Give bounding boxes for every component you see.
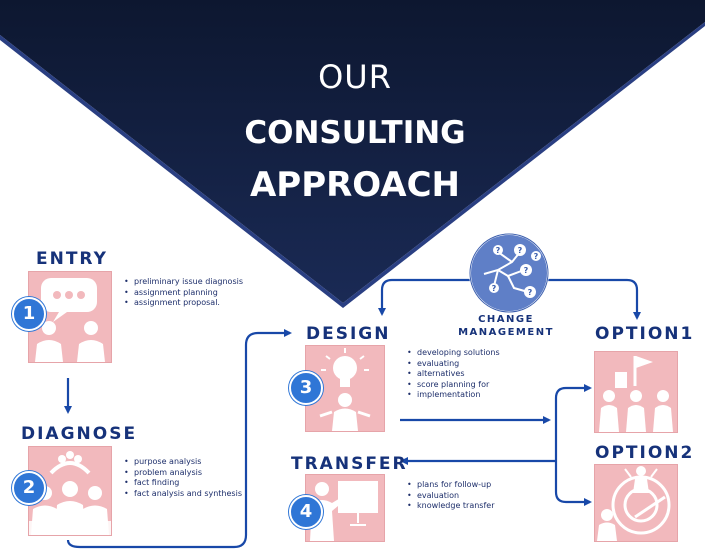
svg-text:?: ? (524, 266, 529, 275)
diagnose-card (28, 446, 112, 536)
option1-heading: OPTION1 (595, 324, 695, 344)
design-item: implementation (407, 390, 500, 401)
title-line-2: CONSULTING (244, 115, 466, 151)
team-flag-icon (599, 356, 673, 432)
diagnose-heading: DIAGNOSE (21, 424, 138, 444)
step-badge-4: 4 (289, 495, 323, 529)
svg-text:?: ? (528, 288, 533, 297)
question-network-icon: ??? ??? (469, 233, 549, 313)
diagnose-item: problem analysis (124, 468, 242, 479)
diagnose-item: fact analysis and synthesis (124, 489, 242, 500)
title-line-3: APPROACH (249, 165, 461, 205)
step-badge-1: 1 (12, 297, 46, 331)
svg-text:?: ? (496, 246, 501, 255)
option2-card (594, 464, 678, 542)
design-item: alternatives (407, 369, 500, 380)
transfer-heading: TRANSFER (291, 454, 408, 474)
diagnose-list: purpose analysis problem analysis fact f… (123, 457, 242, 499)
design-item: evaluating (407, 359, 500, 370)
design-list: developing solutions evaluating alternat… (406, 348, 500, 401)
change-management-label-2: MANAGEMENT (458, 327, 554, 338)
svg-text:?: ? (492, 284, 497, 293)
entry-list: preliminary issue diagnosis assignment p… (123, 277, 243, 309)
entry-item: assignment planning (124, 288, 243, 299)
option1-card (594, 351, 678, 433)
speech-bubble-meeting-icon (35, 278, 105, 362)
change-management-label-1: CHANGE (478, 314, 534, 325)
transfer-item: evaluation (407, 491, 495, 502)
diagnose-item: fact finding (124, 478, 242, 489)
transfer-item: plans for follow-up (407, 480, 495, 491)
team-discussion-icon (29, 451, 111, 535)
step-badge-2: 2 (12, 471, 46, 505)
title-line-1: OUR (318, 58, 392, 96)
target-achievement-icon (597, 466, 671, 541)
design-item: score planning for (407, 380, 500, 391)
transfer-item: knowledge transfer (407, 501, 494, 512)
lightbulb-idea-icon (319, 348, 371, 431)
entry-heading: ENTRY (36, 249, 108, 269)
entry-item: preliminary issue diagnosis (124, 277, 243, 288)
design-item: developing solutions (407, 348, 500, 359)
entry-item: assignment proposal. (124, 298, 243, 309)
transfer-list: plans for follow-up evaluation knowledge… (406, 480, 495, 512)
option2-heading: OPTION2 (595, 443, 695, 463)
step-badge-3: 3 (289, 371, 323, 405)
svg-text:?: ? (534, 252, 539, 261)
design-card (305, 345, 385, 432)
svg-text:?: ? (518, 246, 523, 255)
design-heading: DESIGN (306, 324, 391, 344)
diagnose-item: purpose analysis (124, 457, 242, 468)
